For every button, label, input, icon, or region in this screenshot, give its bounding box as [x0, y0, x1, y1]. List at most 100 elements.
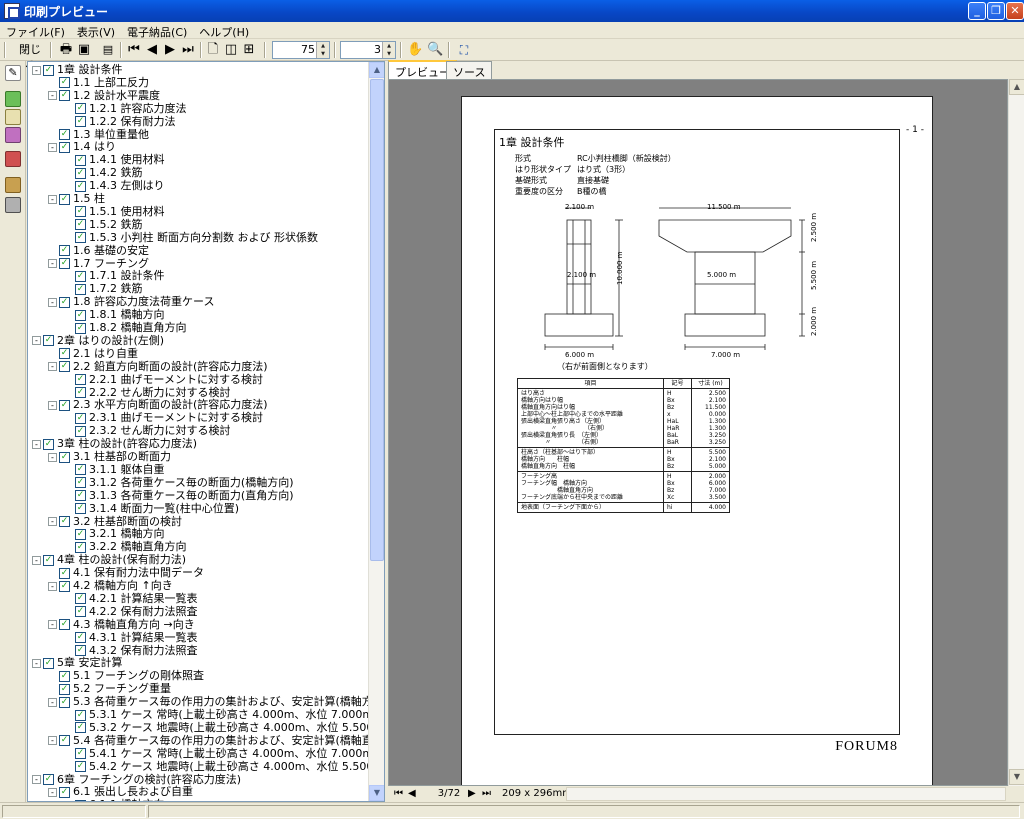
- settings-icon[interactable]: [5, 151, 21, 167]
- scroll-up-icon[interactable]: ▲: [1009, 79, 1024, 95]
- tree-item[interactable]: -✓1.8 許容応力度法荷重ケース: [48, 295, 214, 308]
- expander-icon[interactable]: -: [48, 142, 57, 152]
- expander-icon[interactable]: -: [48, 362, 57, 372]
- tree-item[interactable]: ✓5.3.2 ケース 地震時(上載土砂高さ 4.000m、水位 5.500m): [64, 721, 384, 734]
- expander-icon[interactable]: -: [48, 452, 57, 462]
- checkbox-icon[interactable]: ✓: [59, 683, 70, 695]
- checkbox-icon[interactable]: ✓: [75, 799, 86, 801]
- expander-icon[interactable]: -: [48, 620, 57, 630]
- scroll-up-icon[interactable]: ▲: [369, 62, 384, 78]
- tree-item[interactable]: -✓2.3 水平方向断面の設計(許容応力度法): [48, 398, 268, 411]
- expander-icon[interactable]: -: [32, 439, 41, 449]
- checkbox-icon[interactable]: ✓: [75, 490, 86, 502]
- preview-hscroll[interactable]: [566, 787, 1006, 801]
- checkbox-icon[interactable]: ✓: [43, 438, 54, 450]
- tree-item[interactable]: ✓1.6 基礎の安定: [48, 244, 149, 257]
- checkbox-icon[interactable]: ✓: [59, 90, 70, 102]
- tree-item[interactable]: -✓2.2 鉛直方向断面の設計(許容応力度法): [48, 360, 268, 373]
- tree-item[interactable]: -✓1.5 柱: [48, 192, 105, 205]
- tree-item[interactable]: ✓4.3.2 保有耐力法照査: [64, 644, 198, 657]
- zoom-icon[interactable]: 🔍: [427, 42, 444, 57]
- checkbox-icon[interactable]: ✓: [75, 425, 86, 437]
- tree-item[interactable]: ✓3.1.1 躯体自重: [64, 463, 165, 476]
- menu-file[interactable]: ファイル(F): [6, 26, 65, 39]
- checkbox-icon[interactable]: ✓: [43, 335, 54, 347]
- checkbox-icon[interactable]: ✓: [59, 580, 70, 592]
- tree-item[interactable]: ✓5.1 フーチングの剛体照査: [48, 669, 204, 682]
- tree-item[interactable]: ✓4.2.2 保有耐力法照査: [64, 605, 198, 618]
- menu-help[interactable]: ヘルプ(H): [199, 26, 250, 39]
- checkbox-icon[interactable]: ✓: [59, 361, 70, 373]
- two-page-icon[interactable]: ◫: [224, 42, 238, 57]
- expander-icon[interactable]: -: [32, 65, 41, 75]
- checkbox-icon[interactable]: ✓: [75, 309, 86, 321]
- checkbox-icon[interactable]: ✓: [75, 270, 86, 282]
- checkbox-icon[interactable]: ✓: [75, 387, 86, 398]
- checkbox-icon[interactable]: ✓: [59, 696, 70, 708]
- tree-item[interactable]: ✓2.3.2 せん断力に対する検討: [64, 424, 231, 437]
- close-preview-button[interactable]: 閉じる: [19, 43, 41, 72]
- checkbox-icon[interactable]: ✓: [75, 632, 86, 644]
- checkbox-icon[interactable]: ✓: [75, 206, 86, 218]
- checkbox-icon[interactable]: ✓: [75, 761, 86, 773]
- checkbox-icon[interactable]: ✓: [43, 64, 54, 76]
- tree-item[interactable]: ✓1.2.2 保有耐力法: [64, 115, 176, 128]
- tree-item[interactable]: ✓2.1 はり自重: [48, 347, 138, 360]
- checkbox-icon[interactable]: ✓: [75, 103, 86, 115]
- document-icon[interactable]: [5, 177, 21, 193]
- expander-icon[interactable]: -: [48, 517, 57, 526]
- prev-page-icon[interactable]: ◀: [408, 788, 416, 799]
- tree-item[interactable]: ✓1.5.2 鉄筋: [64, 218, 143, 231]
- checkbox-icon[interactable]: ✓: [59, 129, 70, 140]
- checkbox-icon[interactable]: ✓: [59, 348, 70, 360]
- tree-scrollbar[interactable]: ▲ ▼: [368, 62, 384, 801]
- checkbox-icon[interactable]: ✓: [59, 670, 70, 682]
- first-page-icon[interactable]: ⏮: [128, 42, 140, 57]
- expander-icon[interactable]: -: [32, 336, 41, 346]
- tree-item[interactable]: -✓1章 設計条件: [32, 63, 123, 76]
- print-icon[interactable]: 🖶: [59, 42, 73, 57]
- prev-page-icon[interactable]: ◀: [147, 42, 157, 57]
- check-all-icon[interactable]: [5, 91, 21, 107]
- color-icon[interactable]: [5, 127, 21, 143]
- single-page-icon[interactable]: 🗋: [207, 42, 219, 57]
- checkbox-icon[interactable]: ✓: [59, 735, 70, 747]
- save-icon[interactable]: ▣: [77, 42, 91, 57]
- tree-item[interactable]: ✓5.4.1 ケース 常時(上載土砂高さ 4.000m、水位 7.000m): [64, 747, 377, 760]
- checkbox-icon[interactable]: ✓: [75, 528, 86, 540]
- checkbox-icon[interactable]: ✓: [59, 399, 70, 411]
- scroll-thumb[interactable]: [370, 79, 384, 561]
- checkbox-icon[interactable]: ✓: [75, 709, 86, 721]
- last-page-icon[interactable]: ⏭: [182, 42, 194, 57]
- tree-item[interactable]: -✓3.2 柱基部断面の検討: [48, 515, 182, 528]
- tree-item[interactable]: ✓1.7.2 鉄筋: [64, 282, 143, 295]
- expander-icon[interactable]: -: [48, 297, 57, 307]
- scroll-down-icon[interactable]: ▼: [1009, 769, 1024, 785]
- tree-item[interactable]: ✓1.1 上部工反力: [48, 76, 149, 89]
- checkbox-icon[interactable]: ✓: [43, 554, 54, 566]
- expander-icon[interactable]: -: [48, 91, 57, 101]
- checkbox-icon[interactable]: ✓: [43, 774, 54, 785]
- checkbox-icon[interactable]: ✓: [59, 296, 70, 308]
- menu-view[interactable]: 表示(V): [76, 26, 116, 39]
- preview-scrollbar[interactable]: ▲ ▼: [1008, 79, 1024, 786]
- tree-item[interactable]: ✓3.2.2 橋軸直角方向: [64, 540, 187, 553]
- tree-item[interactable]: ✓2.3.1 曲げモーメントに対する検討: [64, 411, 263, 424]
- tree-item[interactable]: -✓4.2 橋軸方向 ↑向き: [48, 579, 173, 592]
- export-icon[interactable]: ▤: [102, 43, 114, 56]
- tree-item[interactable]: ✓1.3 単位重量他: [48, 128, 149, 141]
- tree-item[interactable]: ✓4.3.1 計算結果一覧表: [64, 631, 198, 644]
- tree-item[interactable]: ✓2.2.2 せん断力に対する検討: [64, 386, 231, 399]
- minimize-button[interactable]: _: [968, 2, 986, 20]
- checkbox-icon[interactable]: ✓: [75, 374, 86, 386]
- layout-icon[interactable]: [5, 197, 21, 213]
- next-page-icon[interactable]: ▶: [468, 788, 476, 799]
- tree-item[interactable]: ✓3.1.4 断面力一覧(柱中心位置): [64, 502, 239, 515]
- multi-page-icon[interactable]: ⊞: [243, 42, 255, 57]
- checkbox-icon[interactable]: ✓: [75, 606, 86, 618]
- tree-item[interactable]: -✓5.3 各荷重ケース毎の作用力の集計および、安定計算(橋軸方向): [48, 695, 384, 708]
- checkbox-icon[interactable]: ✓: [59, 619, 70, 631]
- checkbox-icon[interactable]: ✓: [75, 219, 86, 231]
- tree-item[interactable]: -✓5章 安定計算: [32, 656, 123, 669]
- tree-item[interactable]: -✓6.1 張出し長および自重: [48, 785, 193, 798]
